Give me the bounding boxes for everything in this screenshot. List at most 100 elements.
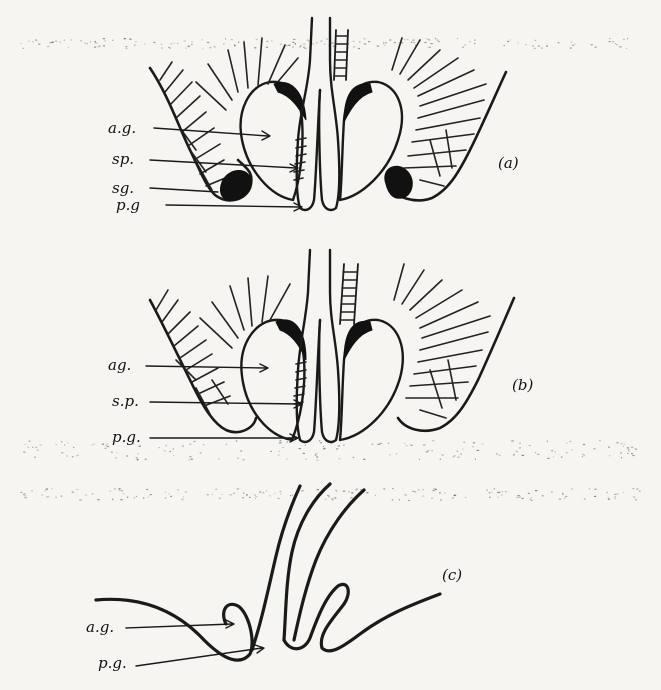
scan-speck [538, 46, 540, 47]
scan-speck [396, 453, 397, 454]
scan-speck [158, 447, 159, 448]
scan-speck [143, 497, 144, 498]
scan-speck [86, 43, 88, 44]
scan-speck [380, 443, 382, 444]
scan-speck [134, 45, 135, 46]
scan-speck [429, 47, 430, 48]
scan-speck [494, 488, 496, 489]
scan-speck [254, 47, 256, 48]
scan-speck [46, 489, 48, 490]
scan-speck [496, 453, 498, 454]
scan-speck [562, 494, 564, 495]
scan-speck [150, 494, 152, 495]
scan-speck [631, 447, 633, 448]
scan-speck [193, 441, 195, 442]
scan-speck [517, 497, 519, 498]
scan-speck [50, 42, 52, 43]
scan-speck [566, 452, 567, 453]
scan-speck [462, 47, 464, 48]
scan-speck [169, 493, 170, 494]
panel-a-label-ag: a.g. [108, 119, 136, 137]
scan-speck [293, 39, 296, 40]
scan-speck [72, 492, 74, 493]
scan-speck [617, 442, 619, 443]
scan-speck [385, 42, 386, 43]
scan-speck [351, 492, 353, 493]
scan-speck [408, 500, 410, 501]
scan-speck [290, 495, 291, 496]
scan-speck [516, 451, 518, 452]
scan-speck [40, 445, 42, 446]
scan-speck [137, 459, 139, 460]
scan-speck [541, 48, 543, 49]
scan-speck [324, 448, 326, 449]
scan-speck [530, 499, 531, 500]
scan-speck [474, 43, 475, 44]
scan-speck [316, 460, 318, 461]
scan-speck [226, 444, 227, 445]
scan-speck [25, 444, 26, 445]
scan-speck [23, 452, 25, 453]
scan-speck [427, 450, 429, 451]
scan-speck [433, 488, 435, 489]
scan-speck [126, 455, 128, 456]
scan-speck [368, 41, 370, 42]
scan-speck [608, 499, 610, 500]
scan-speck [435, 38, 436, 39]
scan-speck [293, 42, 295, 43]
scan-speck [112, 40, 113, 41]
scan-speck [292, 46, 294, 47]
scan-speck [353, 46, 355, 47]
scan-speck [41, 495, 43, 496]
panel-a [150, 18, 506, 211]
scan-speck [439, 492, 441, 493]
scan-speck [104, 40, 106, 41]
scan-speck [246, 494, 248, 495]
scan-speck [317, 489, 319, 490]
scan-speck [595, 489, 597, 490]
scan-speck [422, 489, 424, 490]
scan-speck [635, 499, 637, 500]
scan-speck [348, 491, 350, 492]
scan-speck [123, 493, 124, 494]
scan-speck [24, 495, 26, 496]
scan-speck [173, 455, 174, 456]
scan-speck [566, 443, 567, 444]
scan-speck [522, 455, 524, 456]
scan-speck [535, 452, 536, 453]
scan-speck [335, 490, 337, 491]
scan-speck [504, 45, 505, 46]
scan-speck [464, 442, 465, 443]
scan-speck [166, 445, 168, 446]
scan-speck [440, 459, 441, 460]
scan-speck [64, 40, 65, 41]
scan-speck [440, 499, 442, 500]
scan-speck [163, 450, 166, 451]
scan-speck [182, 445, 183, 446]
panel-a-id: (a) [498, 154, 519, 172]
scan-speck [125, 46, 127, 47]
scan-speck [377, 46, 379, 47]
scan-speck [452, 497, 454, 498]
scan-speck [507, 41, 509, 42]
scan-speck [51, 488, 52, 489]
scan-speck [225, 38, 226, 39]
scan-speck [55, 41, 57, 42]
scan-speck [76, 455, 78, 456]
scan-speck [200, 452, 202, 453]
scan-speck [535, 40, 537, 41]
scan-speck [102, 444, 104, 445]
scan-speck [94, 444, 96, 445]
panel-c-right-fold [284, 584, 440, 650]
scan-speck [412, 491, 414, 492]
scan-speck [418, 489, 419, 490]
scan-speck [338, 445, 340, 446]
scan-speck [321, 41, 323, 42]
scan-speck [124, 38, 126, 39]
scan-speck [282, 447, 283, 448]
scan-speck [512, 440, 514, 441]
scan-speck [209, 47, 211, 48]
scan-speck [561, 457, 563, 458]
scan-speck [324, 44, 325, 45]
scan-speck [612, 41, 614, 42]
